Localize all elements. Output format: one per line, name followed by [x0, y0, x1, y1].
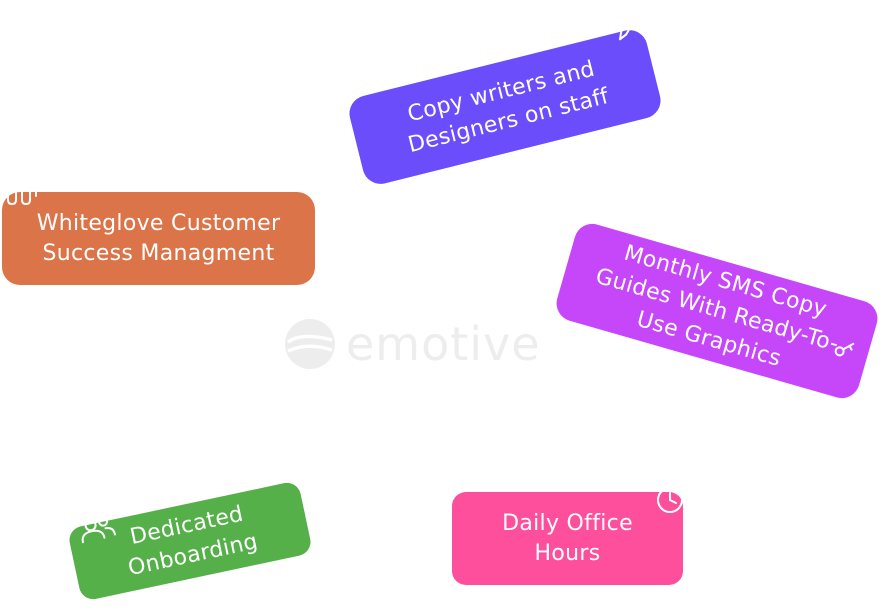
emotive-logo: emotive [284, 318, 541, 370]
feature-card-label: Dedicated Onboarding [125, 501, 261, 582]
feature-card-sms-guides: Monthly SMS Copy Guides With Ready-To-Us… [552, 219, 882, 403]
pencil-icon [612, 16, 639, 43]
feature-card-label: Monthly SMS Copy Guides With Ready-To-Us… [592, 240, 842, 372]
logo-text: emotive [346, 317, 541, 371]
feature-card-copywriters: Copy writers and Designers on staff [345, 18, 665, 188]
feature-card-onboarding: Dedicated Onboarding [66, 480, 314, 602]
emotive-logo-mark [285, 319, 335, 369]
feature-card-whiteglove: Whiteglove Customer Success Managment [2, 190, 315, 285]
feature-card-label: Whiteglove Customer Success Managment [36, 210, 281, 266]
clock-icon [655, 485, 685, 515]
feature-card-label: Daily Office Hours [502, 510, 633, 566]
key-icon [832, 337, 857, 362]
people-icon [4, 190, 44, 210]
people-icon [75, 513, 119, 545]
feature-card-office-hours: Daily Office Hours [452, 487, 683, 585]
feature-card-label: Copy writers and Designers on staff [405, 56, 612, 159]
